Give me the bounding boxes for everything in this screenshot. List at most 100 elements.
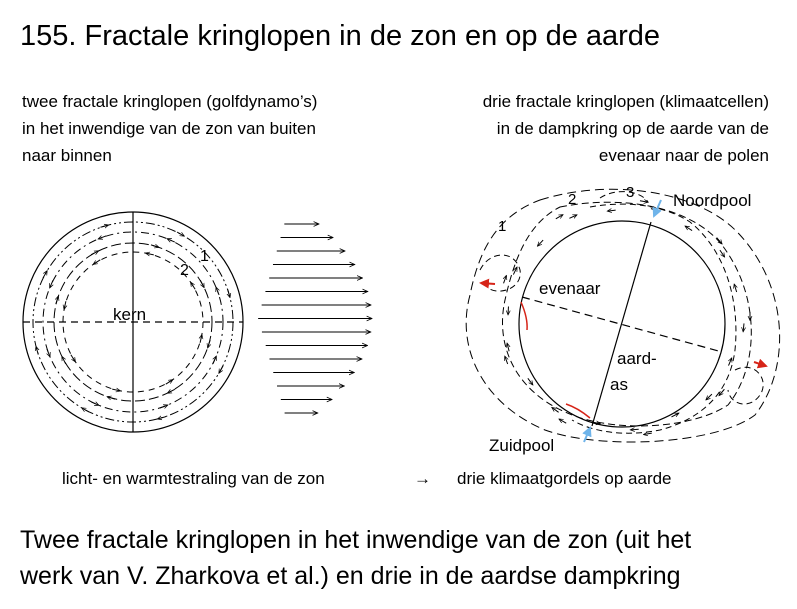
climate-flow-arrow xyxy=(507,343,509,352)
sun-flow-arrow xyxy=(165,380,173,385)
red-marker-south xyxy=(565,403,591,419)
sun-flow-arrow xyxy=(150,245,159,247)
sun-loop-1-label: 1 xyxy=(200,248,209,265)
sun-loop-2-label: 2 xyxy=(180,262,189,279)
sun-flow-arrow xyxy=(112,389,120,391)
climate-loop-2-label: 2 xyxy=(568,191,576,208)
earth-caption-line: drie fractale kringlopen (klimaatcellen) xyxy=(482,92,769,111)
sun-flow-arrow xyxy=(216,288,219,296)
climate-loop-3-label: 3 xyxy=(626,184,634,201)
climate-flow-arrow xyxy=(608,210,616,211)
sun-flow-arrow xyxy=(100,225,108,227)
sun-flow-arrow xyxy=(212,356,216,364)
sun-flow-arrow xyxy=(91,401,98,405)
sun-flow-arrow xyxy=(208,339,210,348)
sun-flow-arrow xyxy=(56,296,58,305)
earth-outline xyxy=(518,220,726,428)
sun-flow-arrow xyxy=(228,289,230,297)
sun-flow-arrow xyxy=(167,239,175,243)
climate-flow-arrow xyxy=(743,323,744,331)
south-pole-label: Zuidpool xyxy=(489,436,554,455)
sun-flow-arrow xyxy=(168,388,176,393)
climate-cell-mid xyxy=(502,201,752,427)
sun-loop-inner xyxy=(53,242,213,402)
climate-flow-arrow xyxy=(505,356,508,365)
earth-axis xyxy=(591,221,652,427)
radiation-arrows xyxy=(258,224,372,413)
red-marker-equator xyxy=(520,301,528,331)
climate-flow-arrow xyxy=(734,284,736,293)
sun-core-label: kern xyxy=(113,305,146,324)
earth-caption-line: evenaar naar de polen xyxy=(598,146,769,165)
climate-flow-arrow xyxy=(631,429,639,430)
south-pole-arrow xyxy=(582,426,592,443)
climate-flow-arrow xyxy=(639,201,648,202)
sun-flow-arrow xyxy=(47,348,50,356)
axis-label-line1: aard- xyxy=(617,349,657,368)
climate-flow-arrow xyxy=(527,378,533,384)
sun-flow-arrow xyxy=(176,231,184,236)
axis-label-line2: as xyxy=(610,375,628,394)
sun-caption: twee fractale kringlopen (golfdynamo’s) … xyxy=(22,88,422,169)
climate-flow-arrow xyxy=(512,267,516,275)
sun-flow-arrow xyxy=(93,259,101,264)
sun-flow-arrow xyxy=(50,280,54,287)
earth-caption: drie fractale kringlopen (klimaatcellen)… xyxy=(369,88,769,169)
climate-flow-arrow xyxy=(538,239,544,246)
sun-caption-line: naar binnen xyxy=(22,146,112,165)
sun-flow-arrow xyxy=(36,347,38,355)
climate-flow-arrow xyxy=(719,249,724,257)
climate-flow-arrow xyxy=(552,408,559,413)
arrow-glyph: → xyxy=(414,469,431,488)
sun-flow-arrow xyxy=(200,335,202,343)
climate-flow-arrow xyxy=(716,237,722,244)
earth-diagram: Noordpool Zuidpool evenaar aard- as 1 2 … xyxy=(465,184,781,455)
sun-flow-arrow xyxy=(158,417,166,419)
footer-line: Twee fractale kringlopen in het inwendig… xyxy=(20,526,692,554)
climate-flow-arrow xyxy=(685,226,693,232)
radiation-caption: licht- en warmtestraling van de zon xyxy=(62,469,325,488)
sun-flow-arrow xyxy=(90,251,98,256)
sun-caption-line: in het inwendige van de zon van buiten xyxy=(22,119,316,138)
equator-label: evenaar xyxy=(539,279,601,298)
north-pole-label: Noordpool xyxy=(673,191,751,210)
earth-caption-line: in de dampkring op de aarde van de xyxy=(496,119,769,138)
climate-flow-arrow xyxy=(555,215,563,220)
footer-line: werk van V. Zharkova et al.) en drie in … xyxy=(20,562,681,590)
climate-cell-outer xyxy=(465,188,781,443)
climate-flow-arrow xyxy=(569,215,576,219)
sun-loop-mid xyxy=(42,231,224,413)
sun-flow-arrows xyxy=(36,225,230,419)
sun-flow-arrow xyxy=(64,301,66,309)
sun-flow-arrow xyxy=(191,282,196,290)
earth-flow-arrows xyxy=(504,201,750,435)
sun-flow-arrow xyxy=(107,397,116,399)
red-arrow-west xyxy=(479,278,496,289)
climate-flow-arrow xyxy=(644,433,652,434)
sun-flow-arrow xyxy=(219,365,224,373)
climate-belts-caption: drie klimaatgordels op aarde xyxy=(457,469,672,488)
sun-loop-core xyxy=(62,251,204,393)
sun-flow-arrow xyxy=(199,279,204,287)
sun-loop-outer xyxy=(32,221,234,423)
footer-caption: Twee fractale kringlopen in het inwendig… xyxy=(20,522,790,594)
climate-cell-inner xyxy=(571,203,737,434)
sun-flow-arrow xyxy=(159,405,167,408)
sun-flow-arrow xyxy=(82,408,90,413)
sun-flow-arrow xyxy=(62,357,67,365)
north-pole-arrow xyxy=(652,199,662,218)
climate-flow-arrow xyxy=(719,388,725,395)
page-title: 155. Fractale kringlopen in de zon en op… xyxy=(20,20,661,52)
earth-equator-dashed xyxy=(521,296,723,353)
climate-loop-1-label: 1 xyxy=(498,218,506,235)
climate-flow-arrow xyxy=(559,419,567,424)
sun-diagram: kern 1 2 xyxy=(22,211,244,433)
sun-flow-arrow xyxy=(42,271,47,279)
red-arrow-east xyxy=(753,358,768,369)
climate-flow-arrow xyxy=(504,276,507,284)
climate-cell-lobes xyxy=(479,191,764,405)
climate-flow-arrow xyxy=(729,358,732,366)
sun-caption-line: twee fractale kringlopen (golfdynamo’s) xyxy=(22,92,318,111)
climate-flow-arrow xyxy=(706,393,713,400)
